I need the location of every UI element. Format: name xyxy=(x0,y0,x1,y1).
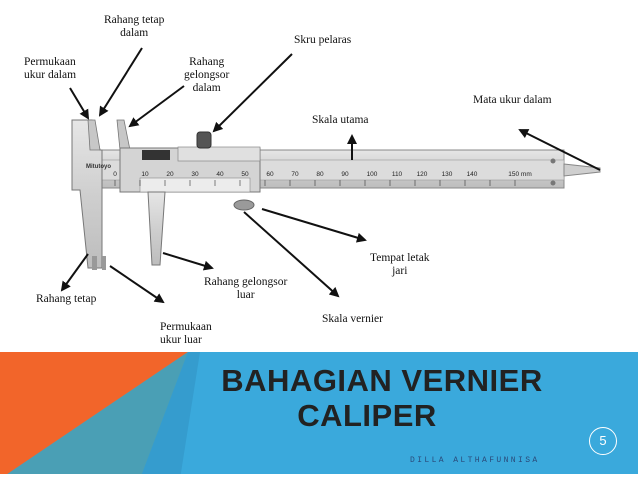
label-rahang-gelongsor-luar: Rahang gelongsor luar xyxy=(204,276,288,301)
bottom-strip xyxy=(0,474,638,479)
arrow-rahang-tetap-dalam xyxy=(98,47,143,117)
depth-rod xyxy=(563,163,601,177)
tick-label: 130 xyxy=(442,171,453,178)
slide-title: BAHAGIAN VERNIER CALIPER xyxy=(192,363,572,433)
tick-label: 30 xyxy=(191,171,199,178)
title-line-2: CALIPER xyxy=(297,398,437,433)
tick-label: 20 xyxy=(166,171,174,178)
tick-label: 70 xyxy=(291,171,299,178)
tick-label: 0 xyxy=(113,171,117,178)
teal-wedge xyxy=(0,352,188,479)
sliding-outer-jaw xyxy=(147,191,166,266)
title-line-1: BAHAGIAN VERNIER xyxy=(221,363,543,398)
tick-label: 100 xyxy=(367,171,378,178)
label-rahang-tetap: Rahang tetap xyxy=(36,293,97,305)
brand-text: Mitutoyo xyxy=(86,164,111,170)
page-number-badge: 5 xyxy=(589,427,617,455)
locking-screw xyxy=(196,131,212,149)
tick-label: 120 xyxy=(417,171,428,178)
title-band xyxy=(0,352,638,479)
tick-label: 80 xyxy=(316,171,324,178)
tick-label: 60 xyxy=(266,171,274,178)
vernier-caliper-diagram: 0 10 20 30 40 50 60 70 80 90 100 110 120… xyxy=(24,14,601,346)
thumb-rest xyxy=(233,199,255,211)
label-skala-vernier: Skala vernier xyxy=(322,313,383,325)
main-scale-ticks xyxy=(114,180,516,186)
main-scale-labels: 0 10 20 30 40 50 60 70 80 90 100 110 120… xyxy=(113,171,532,178)
arrow-permukaan-ukur-luar xyxy=(109,265,165,304)
label-tempat-letak-jari: Tempat letak jari xyxy=(370,252,430,277)
label-skru-pelaras: Skru pelaras xyxy=(294,34,352,46)
tick-label: 90 xyxy=(341,171,349,178)
label-mata-ukur-dalam: Mata ukur dalam xyxy=(473,94,552,106)
caliper-drawing: 0 10 20 30 40 50 60 70 80 90 100 110 120… xyxy=(60,47,601,304)
arrow-tempat-letak-jari xyxy=(261,208,367,243)
author-name: DILLA ALTHAFUNNISA xyxy=(410,456,540,465)
tick-label: 40 xyxy=(216,171,224,178)
label-rahang-tetap-dalam: Rahang tetap dalam xyxy=(104,14,165,39)
tick-label: 50 xyxy=(241,171,249,178)
tick-label: 150 mm xyxy=(508,171,531,178)
arrow-rahang-gelongsor-luar xyxy=(162,252,214,271)
arrows xyxy=(60,47,601,304)
vernier-scale xyxy=(139,177,251,193)
label-permukaan-ukur-dalam: Permukaan ukur dalam xyxy=(24,56,77,81)
title-band-shapes xyxy=(0,352,638,479)
label-permukaan-ukur-luar: Permukaan ukur luar xyxy=(160,321,212,346)
arrow-skru-pelaras xyxy=(212,53,293,133)
tick-label: 140 xyxy=(467,171,478,178)
label-skala-utama: Skala utama xyxy=(312,114,369,126)
sliding-inner-jaw xyxy=(116,119,131,151)
arrow-mata-ukur-dalam xyxy=(518,129,601,171)
tick-label: 10 xyxy=(141,171,149,178)
arrow-skala-vernier xyxy=(243,211,340,298)
tick-label: 110 xyxy=(392,171,403,178)
arrow-rahang-tetap xyxy=(60,253,89,292)
label-rahang-gelongsor-dalam: Rahang gelongsor dalam xyxy=(184,56,230,94)
arrow-rahang-gelongsor-dalam xyxy=(128,85,185,128)
arrow-permukaan-ukur-dalam xyxy=(69,87,90,120)
